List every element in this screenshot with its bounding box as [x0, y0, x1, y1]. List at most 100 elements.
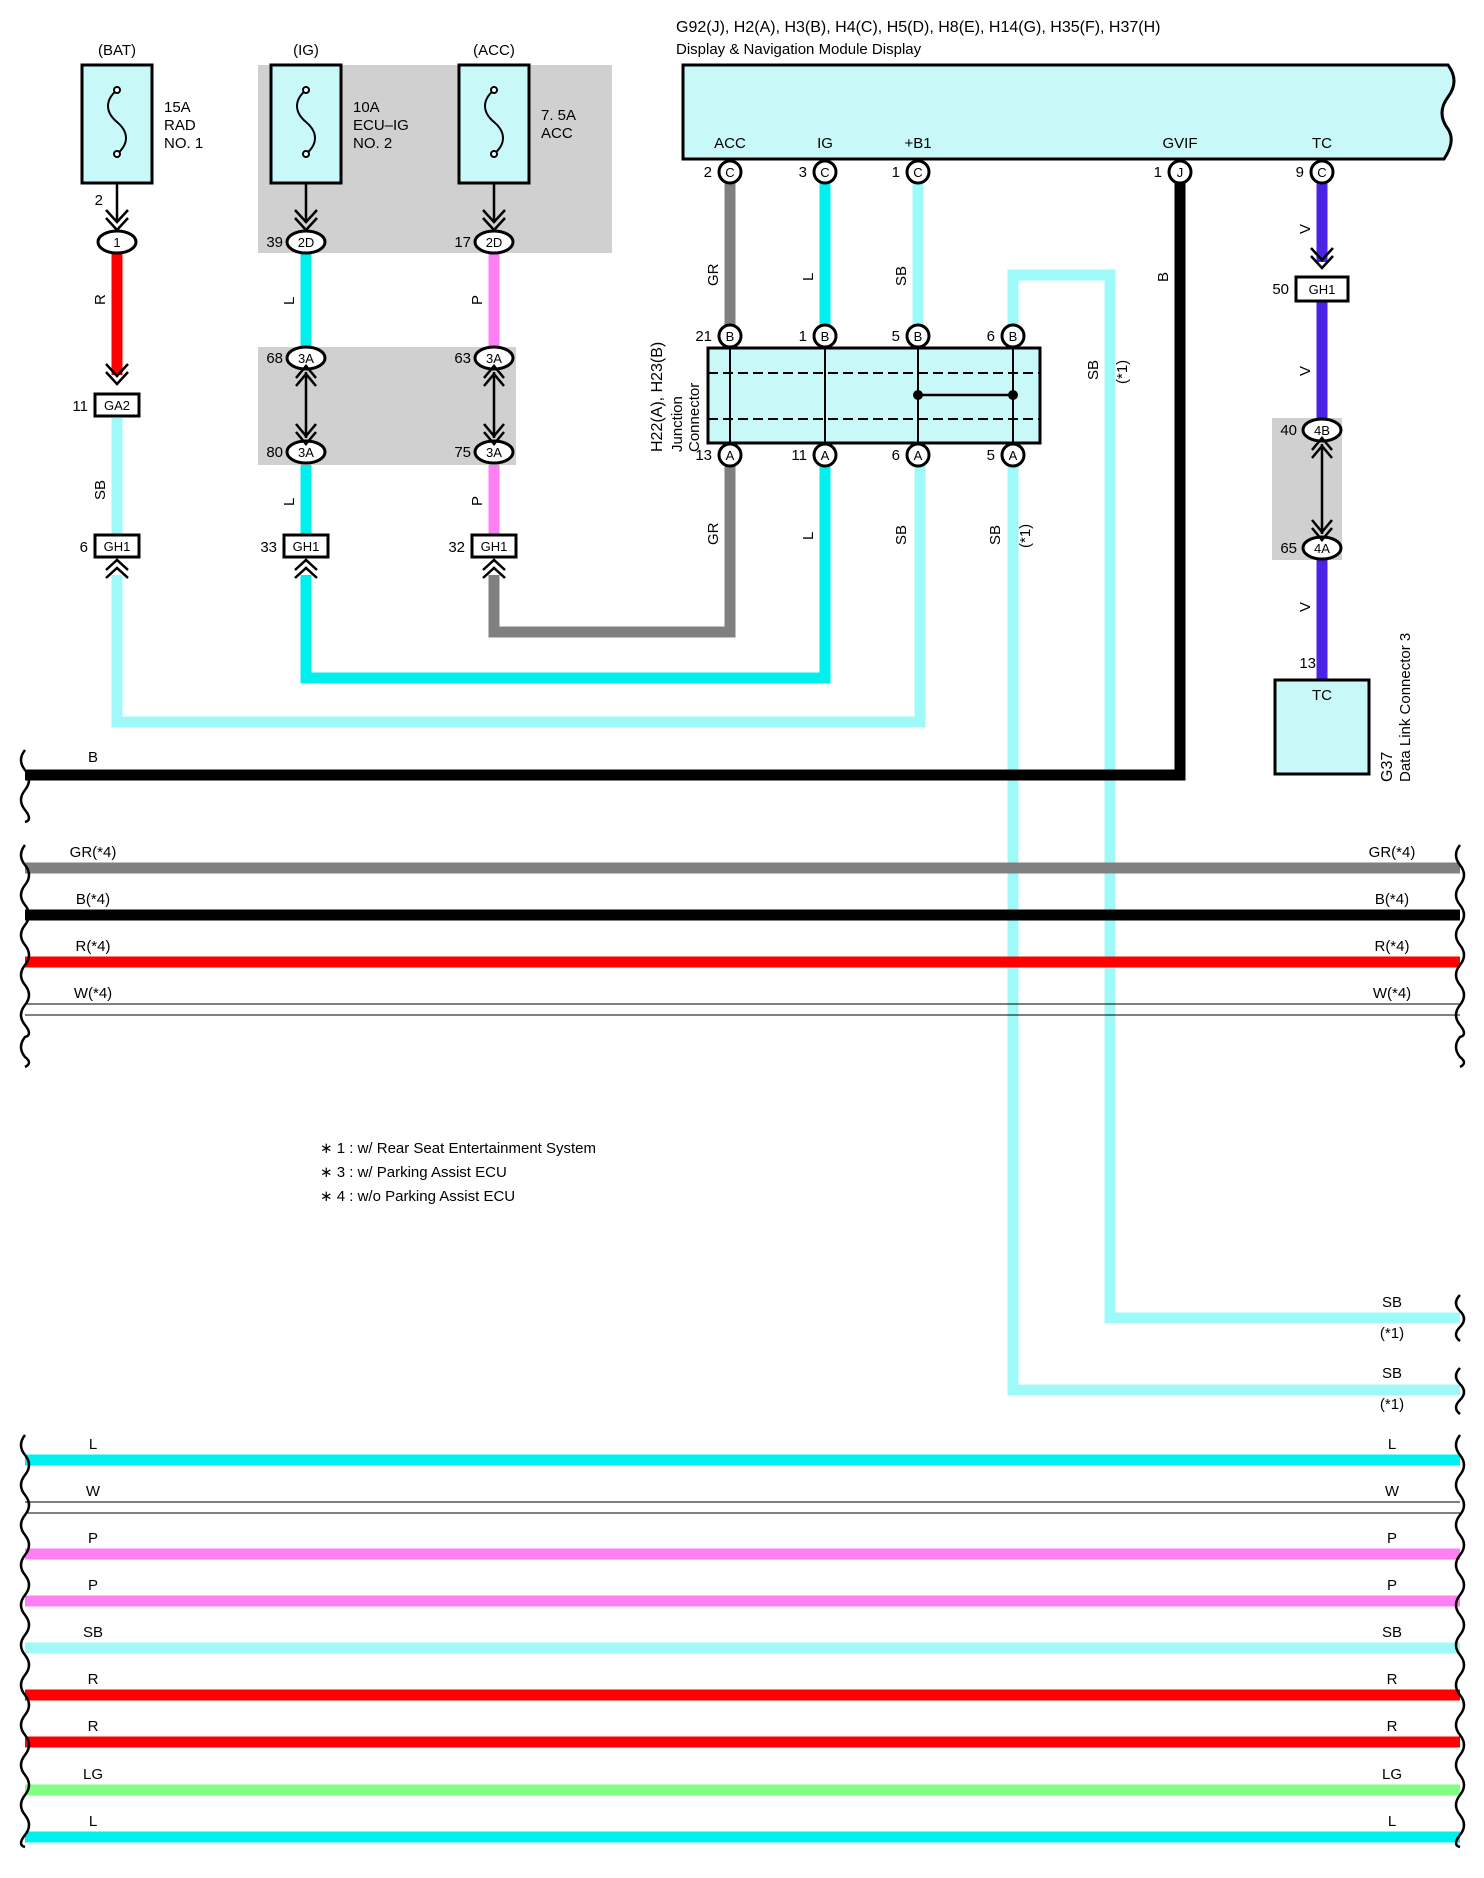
- svg-text:GH1: GH1: [293, 539, 320, 554]
- junction-bottom-pin: A 6: [892, 442, 931, 468]
- svg-text:3A: 3A: [486, 445, 502, 460]
- svg-text:B: B: [88, 749, 98, 766]
- svg-text:C: C: [1317, 165, 1326, 180]
- svg-text:L: L: [800, 532, 817, 540]
- conn-bat-1: 1: [96, 229, 138, 255]
- svg-text:GH1: GH1: [481, 539, 508, 554]
- conn-gh1-ig: GH1 33: [260, 533, 330, 579]
- svg-text:P: P: [88, 1577, 98, 1594]
- junction-connector: H22(A), H23(B) Junction Connector B 21 B…: [649, 323, 1042, 468]
- fuse-rating: 15A: [164, 99, 191, 116]
- svg-text:11: 11: [72, 398, 88, 415]
- svg-text:B: B: [726, 329, 735, 344]
- svg-text:1: 1: [1154, 164, 1162, 181]
- fuse-line2: NO. 1: [164, 135, 203, 152]
- svg-text:13: 13: [1299, 655, 1316, 672]
- top-bus: [25, 862, 1460, 1016]
- svg-text:Data Link Connector 3: Data Link Connector 3: [1397, 633, 1414, 782]
- conn-3a-acc-top: 3A 63: [454, 345, 515, 371]
- fuse-source-label: (BAT): [98, 42, 136, 59]
- module-pin-gvif: GVIF J 1: [1154, 135, 1198, 185]
- conn-3a-ig-top: 3A 68: [266, 345, 327, 371]
- fuse-line1: ACC: [541, 125, 573, 142]
- svg-text:3A: 3A: [486, 351, 502, 366]
- svg-text:6: 6: [80, 539, 88, 556]
- svg-text:C: C: [913, 165, 922, 180]
- module-title: G92(J), H2(A), H3(B), H4(C), H5(D), H8(E…: [676, 19, 1161, 36]
- svg-text:(*1): (*1): [1380, 1325, 1404, 1342]
- svg-text:5: 5: [987, 447, 995, 464]
- svg-text:SB: SB: [1085, 360, 1102, 380]
- conn-3a-arrows: [295, 364, 505, 446]
- svg-text:63: 63: [454, 350, 471, 367]
- svg-text:TC: TC: [1312, 687, 1332, 704]
- svg-text:P: P: [1387, 1530, 1397, 1547]
- svg-text:G37: G37: [1379, 752, 1396, 782]
- junction-bottom-pin: A 5: [987, 442, 1026, 468]
- svg-text:A: A: [914, 448, 923, 463]
- wire-b-gvif: [25, 180, 1186, 781]
- svg-text:W: W: [86, 1483, 101, 1500]
- svg-text:ACC: ACC: [714, 135, 746, 152]
- svg-text:B: B: [914, 329, 923, 344]
- conn-2d-acc: 2D 17: [454, 229, 515, 255]
- svg-text:3A: 3A: [298, 351, 314, 366]
- svg-text:P: P: [469, 295, 486, 305]
- svg-text:17: 17: [454, 234, 471, 251]
- junction-top-pin: B 6: [987, 323, 1026, 349]
- svg-text:SB: SB: [1382, 1624, 1402, 1641]
- module-pin-acc: ACC C 2: [704, 135, 746, 185]
- svg-text:LG: LG: [1382, 1766, 1402, 1783]
- svg-text:32: 32: [448, 539, 465, 556]
- svg-text:L: L: [89, 1813, 97, 1830]
- footnote: ∗ 1 : w/ Rear Seat Entertainment System: [320, 1140, 596, 1157]
- wire-sb-rse-2: [1007, 269, 1460, 1324]
- svg-text:SB: SB: [92, 480, 109, 500]
- sb-output-labels: SB (*1) SB (*1): [1380, 1294, 1404, 1413]
- junction-top-pin: B 1: [799, 323, 838, 349]
- data-link-connector-3: 13 TC G37 Data Link Connector 3: [1273, 633, 1414, 782]
- svg-text:39: 39: [266, 234, 283, 251]
- conn-3a-acc-bot: 3A 75: [454, 439, 515, 465]
- conn-4a: 4A 65: [1280, 535, 1343, 561]
- junction-bottom-pin: A 11: [791, 442, 838, 468]
- fuse-ig: (IG) 10A ECU–IG NO. 2: [269, 42, 409, 185]
- svg-text:GR: GR: [705, 263, 722, 286]
- svg-text:IG: IG: [817, 135, 833, 152]
- fuse-source-label: (ACC): [473, 42, 515, 59]
- svg-text:P: P: [88, 1530, 98, 1547]
- conn-gh1-tc: GH1 50: [1272, 247, 1350, 303]
- svg-text:R: R: [88, 1718, 99, 1735]
- wire-sb-bat: [111, 350, 926, 728]
- bottom-bus-labels: L L W W P P P P SB SB R R R R LG LG L L: [83, 1436, 1402, 1830]
- svg-text:4A: 4A: [1314, 541, 1330, 556]
- wire-l-ig-3: [300, 465, 831, 684]
- fuse-acc: (ACC) 7. 5A ACC: [457, 42, 576, 185]
- svg-text:V: V: [1297, 224, 1314, 234]
- fuse-source-label: (IG): [293, 42, 319, 59]
- svg-text:Connector: Connector: [686, 383, 703, 452]
- svg-text:(*1): (*1): [1017, 524, 1034, 548]
- svg-text:50: 50: [1272, 281, 1289, 298]
- svg-text:B(*4): B(*4): [76, 891, 110, 908]
- svg-text:SB: SB: [893, 266, 910, 286]
- svg-text:L: L: [800, 273, 817, 281]
- svg-text:GA2: GA2: [104, 398, 130, 413]
- fuse-rating: 7. 5A: [541, 107, 576, 124]
- svg-text:C: C: [820, 165, 829, 180]
- conn-3a-ig-bot: 3A 80: [266, 439, 327, 465]
- svg-text:R: R: [88, 1671, 99, 1688]
- fuse-rating: 10A: [353, 99, 380, 116]
- svg-text:L: L: [89, 1436, 97, 1453]
- svg-text:SB: SB: [83, 1624, 103, 1641]
- footnote: ∗ 4 : w/o Parking Assist ECU: [320, 1188, 515, 1205]
- svg-text:SB: SB: [893, 525, 910, 545]
- svg-text:W: W: [1385, 1483, 1400, 1500]
- svg-text:R: R: [1387, 1718, 1398, 1735]
- footnote: ∗ 3 : w/ Parking Assist ECU: [320, 1164, 507, 1181]
- junction-top-pin: B 5: [892, 323, 931, 349]
- svg-text:GR(*4): GR(*4): [70, 844, 117, 861]
- footnotes: ∗ 1 : w/ Rear Seat Entertainment System …: [320, 1140, 596, 1205]
- svg-text:6: 6: [987, 328, 995, 345]
- svg-text:L: L: [281, 297, 298, 305]
